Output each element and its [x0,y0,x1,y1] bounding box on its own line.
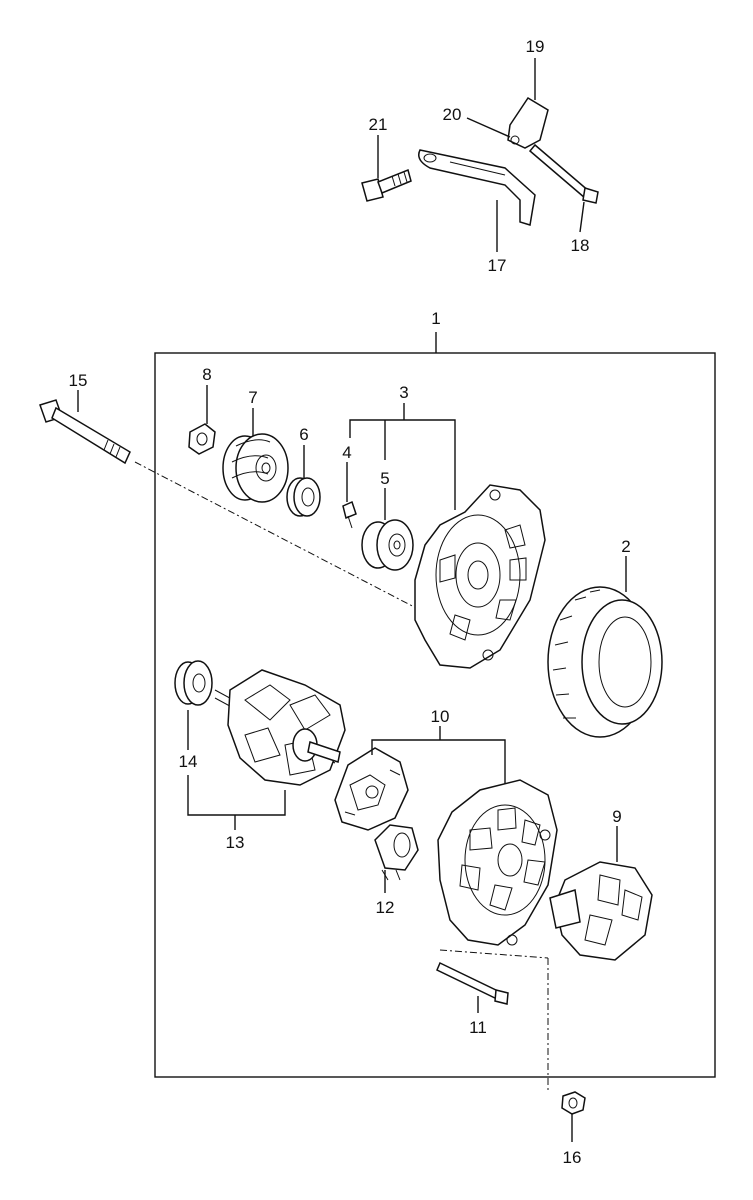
callout-3: 3 [399,383,408,402]
callout-10: 10 [431,707,450,726]
callout-18: 18 [571,236,590,255]
through-bolt-15 [39,399,131,465]
bracket-19 [507,96,549,149]
screw-4 [342,500,357,529]
callout-15: 15 [69,371,88,390]
callout-13: 13 [226,833,245,852]
regulator-12 [374,824,419,881]
callout-6: 6 [299,425,308,444]
callout-8: 8 [202,365,211,384]
callout-20: 20 [443,105,462,124]
bearing-5 [361,519,414,571]
callout-11: 11 [469,1018,487,1037]
callout-2: 2 [621,537,630,556]
callout-labels: 1 2 3 4 5 6 7 8 9 10 11 12 13 14 15 16 1… [69,37,631,1167]
bracket-assembly [361,58,599,252]
rectifier-9 [549,861,653,961]
callout-19: 19 [526,37,545,56]
bracket-17 [418,149,536,226]
callout-9: 9 [612,807,621,826]
callout-17: 17 [488,256,507,275]
callout-1: 1 [431,309,440,328]
bolt-21 [361,168,412,202]
callout-21: 21 [369,115,388,134]
bolt-18 [528,143,599,204]
callout-14: 14 [179,752,198,771]
callout-5: 5 [380,469,389,488]
callout-16: 16 [563,1148,582,1167]
callout-4: 4 [342,443,351,462]
nut-8 [188,423,216,455]
nut-16 [561,1091,586,1115]
brush-holder [334,747,409,831]
spacer-6 [286,477,321,517]
assembly-frame [154,352,716,1078]
pulley-7 [222,433,289,503]
bearing-14 [174,660,213,706]
callout-7: 7 [248,388,257,407]
rear-housing-10 [437,779,558,946]
stator-2 [547,586,663,738]
front-housing-3 [414,484,546,669]
rotor-13 [214,669,346,786]
bolt-11 [436,961,509,1005]
callout-12: 12 [376,898,395,917]
